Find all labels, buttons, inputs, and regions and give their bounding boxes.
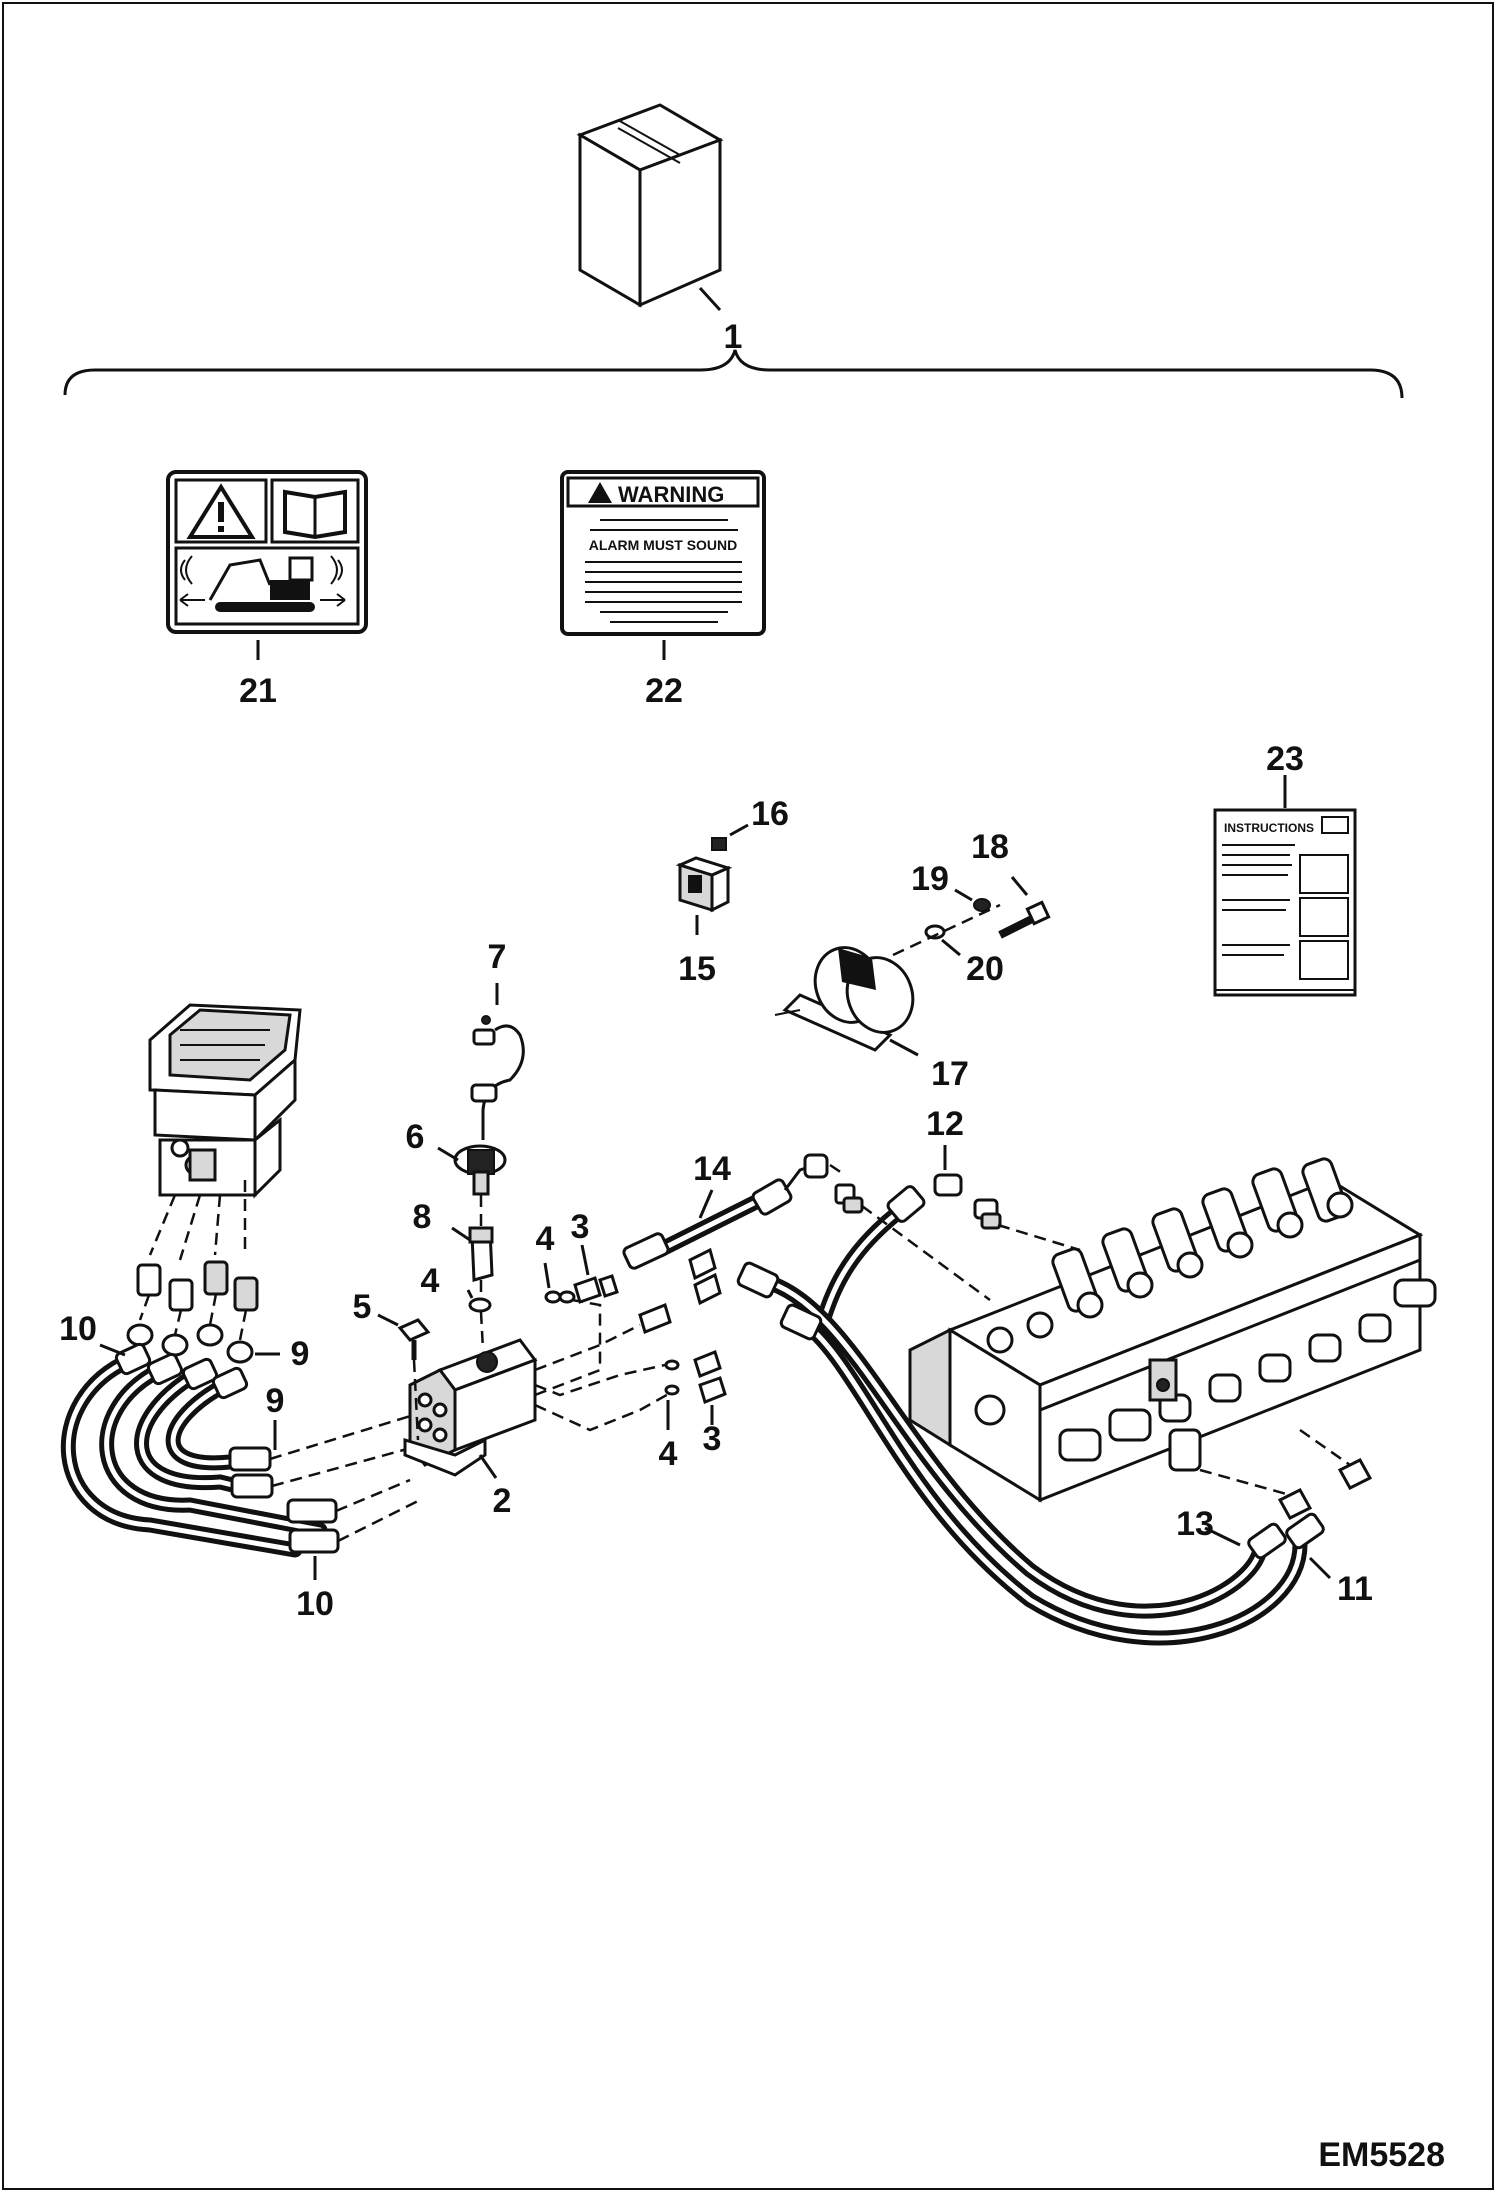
callout-23: 23 [1266, 740, 1304, 778]
callout-4-left: 4 [536, 1220, 555, 1258]
callout-21: 21 [239, 672, 277, 710]
callout-5: 5 [353, 1288, 372, 1326]
leader-19 [954, 888, 973, 902]
pilot-hoses-10 [60, 1342, 340, 1558]
manual-heading: INSTRUCTIONS [1224, 821, 1314, 835]
instructions-manual-23: INSTRUCTIONS [1213, 808, 1357, 997]
bolt-18 [998, 900, 1051, 939]
excavator-icon [208, 556, 315, 612]
callout-15: 15 [678, 950, 716, 988]
decal-warning-alarm-text: ALARM MUST SOUND [589, 537, 738, 553]
manual-book-icon [283, 489, 347, 540]
callout-1: 1 [724, 318, 743, 356]
travel-alarm-17 [774, 946, 915, 1052]
callout-6: 6 [406, 1118, 425, 1156]
callout-10-lower: 10 [296, 1585, 334, 1623]
callout-3-upper: 3 [571, 1208, 590, 1246]
callout-20: 20 [966, 950, 1004, 988]
hoses-11-13 [736, 1261, 1373, 1646]
hose-14 [622, 1153, 829, 1270]
alarm-sound-icon [179, 555, 346, 607]
bolt-5 [397, 1318, 431, 1360]
callout-4-lower: 4 [659, 1435, 678, 1473]
adapter-8 [468, 1226, 494, 1282]
callout-19: 19 [911, 860, 949, 898]
callout-8: 8 [413, 1198, 432, 1236]
foot-control-valve [148, 1003, 302, 1199]
leader-4b [543, 1262, 551, 1289]
main-control-valve [908, 1157, 1437, 1503]
warning-triangle-icon [186, 483, 256, 539]
leader-4a [466, 1289, 474, 1299]
kit-brace [63, 349, 1404, 399]
alarm-mount-axis [892, 903, 1001, 957]
leader-18 [1010, 876, 1029, 896]
callout-22: 22 [645, 672, 683, 710]
leader-6 [437, 1146, 459, 1162]
fittings-3 [558, 1247, 727, 1405]
leader-1 [698, 286, 722, 312]
leader-16 [729, 823, 749, 837]
leader-10a [99, 1343, 126, 1357]
o-ring-4-upper [468, 1297, 492, 1313]
drawing-code: EM5528 [1318, 2136, 1445, 2174]
fitting-12a [834, 1183, 864, 1214]
leader-14 [698, 1189, 714, 1219]
switch-cap-16 [711, 837, 727, 851]
callout-4-upper: 4 [421, 1262, 440, 1300]
leader-2 [478, 1454, 498, 1479]
leader-3a [580, 1244, 590, 1276]
alarm-switch-15 [675, 856, 733, 913]
callout-10-upper: 10 [59, 1310, 97, 1348]
callout-9-right: 9 [291, 1335, 310, 1373]
leader-8 [451, 1226, 471, 1242]
shuttle-valve-block-2 [403, 1338, 538, 1477]
lock-washer-19 [973, 898, 991, 912]
leader-20 [941, 938, 961, 957]
callout-14: 14 [693, 1150, 731, 1188]
callout-2: 2 [493, 1482, 512, 1520]
pressure-switch-6 [453, 1144, 507, 1196]
box-icon [576, 103, 724, 308]
o-ring-4-mid [544, 1290, 562, 1304]
safety-decal-21 [166, 470, 368, 634]
warning-decal-22: WARNING ALARM MUST SOUND [560, 470, 766, 636]
wire-harness-7 [470, 1015, 525, 1140]
callout-17: 17 [931, 1055, 969, 1093]
callout-12: 12 [926, 1105, 964, 1143]
decal-warning-heading: WARNING [618, 482, 724, 507]
callout-9-lower: 9 [266, 1382, 285, 1420]
callouts: 1 21 22 23 16 15 18 19 20 17 7 12 6 14 8… [59, 318, 1373, 1623]
leader-5 [377, 1313, 399, 1327]
callout-13: 13 [1176, 1505, 1214, 1543]
callout-7: 7 [488, 938, 507, 976]
callout-16: 16 [751, 795, 789, 833]
callout-11: 11 [1337, 1570, 1373, 1608]
leader-13 [1204, 1526, 1241, 1547]
flat-washer-20 [924, 924, 946, 940]
pedal-fittings-9 [126, 1260, 259, 1364]
callout-3-lower: 3 [703, 1420, 722, 1458]
leader-11 [1308, 1556, 1332, 1580]
leader-17 [889, 1038, 919, 1057]
callout-18: 18 [971, 828, 1009, 866]
